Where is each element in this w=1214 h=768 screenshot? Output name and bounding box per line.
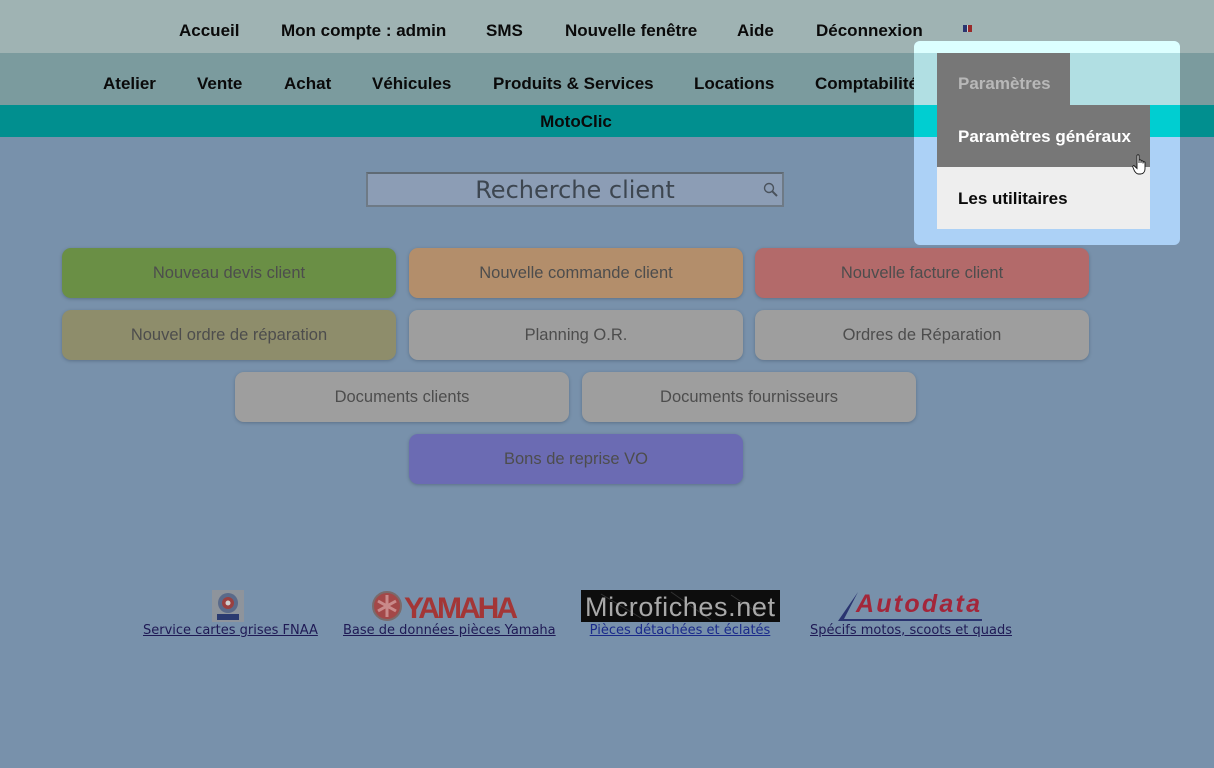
- client-search: [366, 172, 784, 207]
- tile-documents-clients[interactable]: Documents clients: [235, 372, 569, 422]
- menu-item-parametres-generaux[interactable]: Paramètres généraux: [937, 105, 1150, 167]
- svg-text:Microfiches.net: Microfiches.net: [585, 592, 775, 622]
- yamaha-link-text[interactable]: Base de données pièces Yamaha: [343, 623, 556, 638]
- tile-documents-fournisseurs[interactable]: Documents fournisseurs: [582, 372, 916, 422]
- microfiches-link[interactable]: Microfiches.net Pièces détachées et écla…: [580, 590, 780, 638]
- parametres-dropdown-highlight: Paramètres Paramètres généraux Les utili…: [914, 41, 1180, 245]
- client-search-input[interactable]: [368, 174, 782, 205]
- tile-nouveau-devis-client[interactable]: Nouveau devis client: [62, 248, 396, 298]
- top-nav-accueil[interactable]: Accueil: [179, 21, 240, 40]
- autodata-logo: Autodata: [838, 590, 982, 621]
- menu-item-les-utilitaires[interactable]: Les utilitaires: [937, 167, 1150, 229]
- fnaa-link[interactable]: Service cartes grises FNAA: [143, 590, 318, 638]
- nav-atelier[interactable]: Atelier: [103, 74, 156, 93]
- top-nav-aide[interactable]: Aide: [737, 21, 774, 40]
- top-nav-nouvelle-fenetre[interactable]: Nouvelle fenêtre: [565, 21, 698, 40]
- nav-achat[interactable]: Achat: [284, 74, 332, 93]
- fnaa-link-text[interactable]: Service cartes grises FNAA: [143, 623, 318, 638]
- fnaa-logo: [212, 590, 244, 622]
- autodata-link[interactable]: Autodata Spécifs motos, scoots et quads: [810, 590, 1012, 638]
- tile-nouvel-ordre-reparation[interactable]: Nouvel ordre de réparation: [62, 310, 396, 360]
- microfiches-logo: Microfiches.net: [580, 590, 780, 622]
- top-nav-sms[interactable]: SMS: [486, 21, 523, 40]
- nav-produits-services[interactable]: Produits & Services: [493, 74, 654, 93]
- top-nav-mon-compte[interactable]: Mon compte : admin: [281, 21, 447, 40]
- top-bar: Accueil Mon compte : admin SMS Nouvelle …: [0, 0, 1214, 53]
- search-icon[interactable]: [763, 182, 779, 198]
- nav-locations[interactable]: Locations: [694, 74, 775, 93]
- yamaha-link[interactable]: YAMAHA Base de données pièces Yamaha: [343, 590, 556, 638]
- svg-text:YAMAHA: YAMAHA: [404, 592, 518, 622]
- microfiches-link-text[interactable]: Pièces détachées et éclatés: [589, 623, 771, 638]
- autodata-link-text[interactable]: Spécifs motos, scoots et quads: [810, 623, 1012, 638]
- top-nav-deconnexion[interactable]: Déconnexion: [816, 21, 923, 40]
- tile-bons-reprise-vo[interactable]: Bons de reprise VO: [409, 434, 743, 484]
- flag-fr-icon[interactable]: [963, 25, 972, 32]
- tile-nouvelle-commande-client[interactable]: Nouvelle commande client: [409, 248, 743, 298]
- tile-nouvelle-facture-client[interactable]: Nouvelle facture client: [755, 248, 1089, 298]
- svg-text:Autodata: Autodata: [855, 590, 980, 618]
- parametres-dropdown-menu: Paramètres généraux Les utilitaires: [937, 105, 1150, 229]
- nav-comptabilite[interactable]: Comptabilité: [815, 74, 918, 93]
- nav-vehicules[interactable]: Véhicules: [372, 74, 452, 93]
- tile-planning-or[interactable]: Planning O.R.: [409, 310, 743, 360]
- app-title: MotoClic: [540, 112, 612, 131]
- tile-ordres-reparation[interactable]: Ordres de Réparation: [755, 310, 1089, 360]
- yamaha-logo: YAMAHA: [371, 591, 518, 622]
- hand-cursor-icon: [1132, 154, 1146, 175]
- nav-vente[interactable]: Vente: [197, 74, 243, 93]
- nav-parametres[interactable]: Paramètres: [937, 53, 1070, 105]
